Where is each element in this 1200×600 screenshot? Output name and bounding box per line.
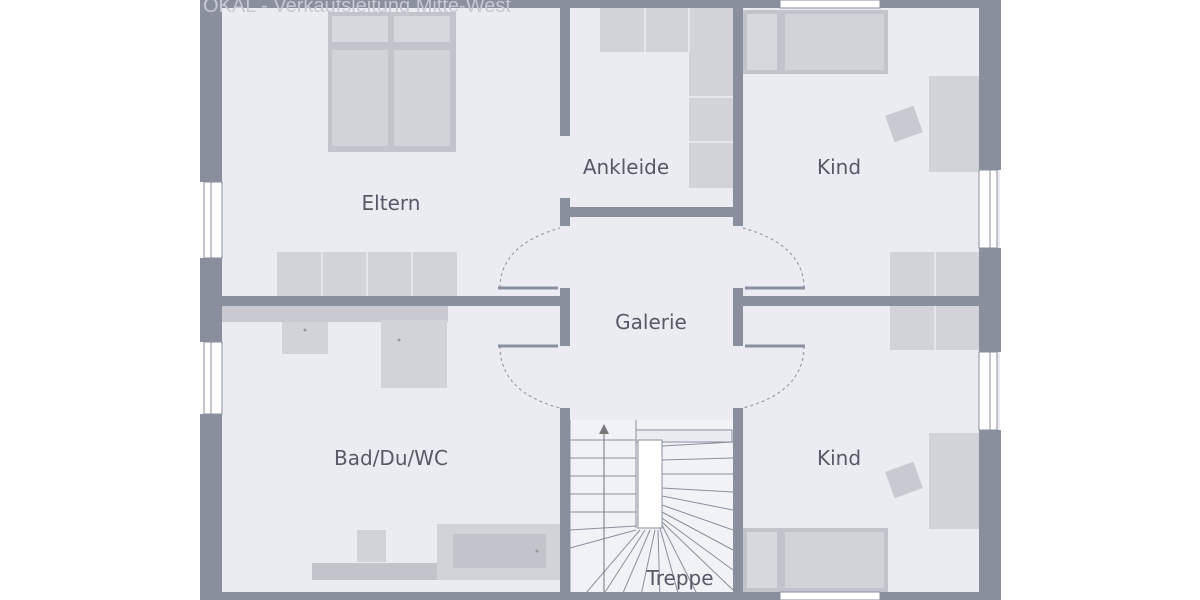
wall-east-top — [979, 0, 1001, 170]
window-kind-top-east — [978, 169, 998, 249]
mattress-left — [332, 50, 388, 146]
arrow-head-icon — [599, 424, 609, 434]
wall-ankleide-kind — [733, 8, 743, 226]
window-kind-bottom-south — [779, 591, 881, 600]
mattress-kind-bottom — [785, 532, 884, 588]
windows — [203, 0, 998, 600]
wall-west-top — [200, 0, 222, 182]
room-label-kind-bottom: Kind — [817, 446, 861, 470]
ankleide-furniture — [600, 8, 733, 188]
window-bad — [203, 341, 223, 415]
wall-eltern-bad — [222, 296, 560, 306]
desk-kind-top — [929, 76, 979, 172]
wall-west-bottom — [200, 414, 222, 600]
wall-east-bottom — [979, 430, 1001, 600]
watermark: OKAL - Verkaufsleitung Mitte-West — [203, 0, 511, 17]
wall-south-left — [200, 592, 780, 600]
chair-kind-bottom — [885, 461, 923, 499]
door-leaves — [498, 286, 805, 348]
mattress-right — [394, 50, 450, 146]
wall-south-right — [880, 592, 1001, 600]
landing — [635, 429, 733, 443]
mattress-kind-top — [785, 14, 884, 70]
door-swings — [499, 227, 805, 409]
wall-galerie-left-mid — [560, 288, 570, 346]
bathtub — [453, 534, 546, 568]
eltern-furniture — [277, 12, 457, 296]
window-kind-top-north — [779, 0, 881, 9]
wall-east-mid — [979, 248, 1001, 352]
counter-bad — [222, 306, 448, 322]
kind-top-furniture — [743, 10, 979, 296]
stair-eye — [637, 439, 663, 529]
pillow-left — [332, 16, 388, 42]
room-label-galerie: Galerie — [615, 310, 687, 334]
window-eltern — [203, 181, 223, 259]
wall-north-right — [880, 0, 1001, 8]
kind-bottom-furniture — [743, 306, 979, 592]
shower-tray — [381, 320, 447, 388]
room-label-ankleide: Ankleide — [583, 155, 669, 179]
staircase — [569, 420, 734, 600]
wall-north-left — [200, 0, 780, 8]
wall-bad-stairs — [560, 408, 570, 600]
room-label-kind-top: Kind — [817, 155, 861, 179]
room-label-bad: Bad/Du/WC — [334, 446, 448, 470]
sink-bad — [282, 322, 328, 354]
wall-eltern-galerie — [560, 198, 570, 226]
wall-eltern-ankleide — [560, 8, 570, 136]
wall-west-mid — [200, 258, 222, 342]
wall-ankleide-galerie — [570, 207, 733, 217]
desk-kind-bottom — [929, 433, 979, 529]
pillow-right — [394, 16, 450, 42]
room-label-treppe: Treppe — [645, 566, 713, 590]
wardrobe-ankleide-top — [600, 8, 733, 52]
walls — [200, 0, 1001, 600]
pillow-kind-bottom — [747, 532, 777, 588]
wardrobe-ankleide-side — [689, 52, 733, 188]
toilet — [357, 530, 386, 562]
chair-kind-top — [885, 105, 923, 143]
pillow-kind-top — [747, 14, 777, 70]
wall-kind-kind — [743, 296, 979, 306]
room-label-eltern: Eltern — [362, 191, 421, 215]
bad-furniture — [222, 306, 560, 580]
wall-galerie-right-mid — [733, 288, 743, 346]
wall-stairs-kind — [733, 408, 743, 600]
window-kind-bottom-east — [978, 351, 998, 431]
